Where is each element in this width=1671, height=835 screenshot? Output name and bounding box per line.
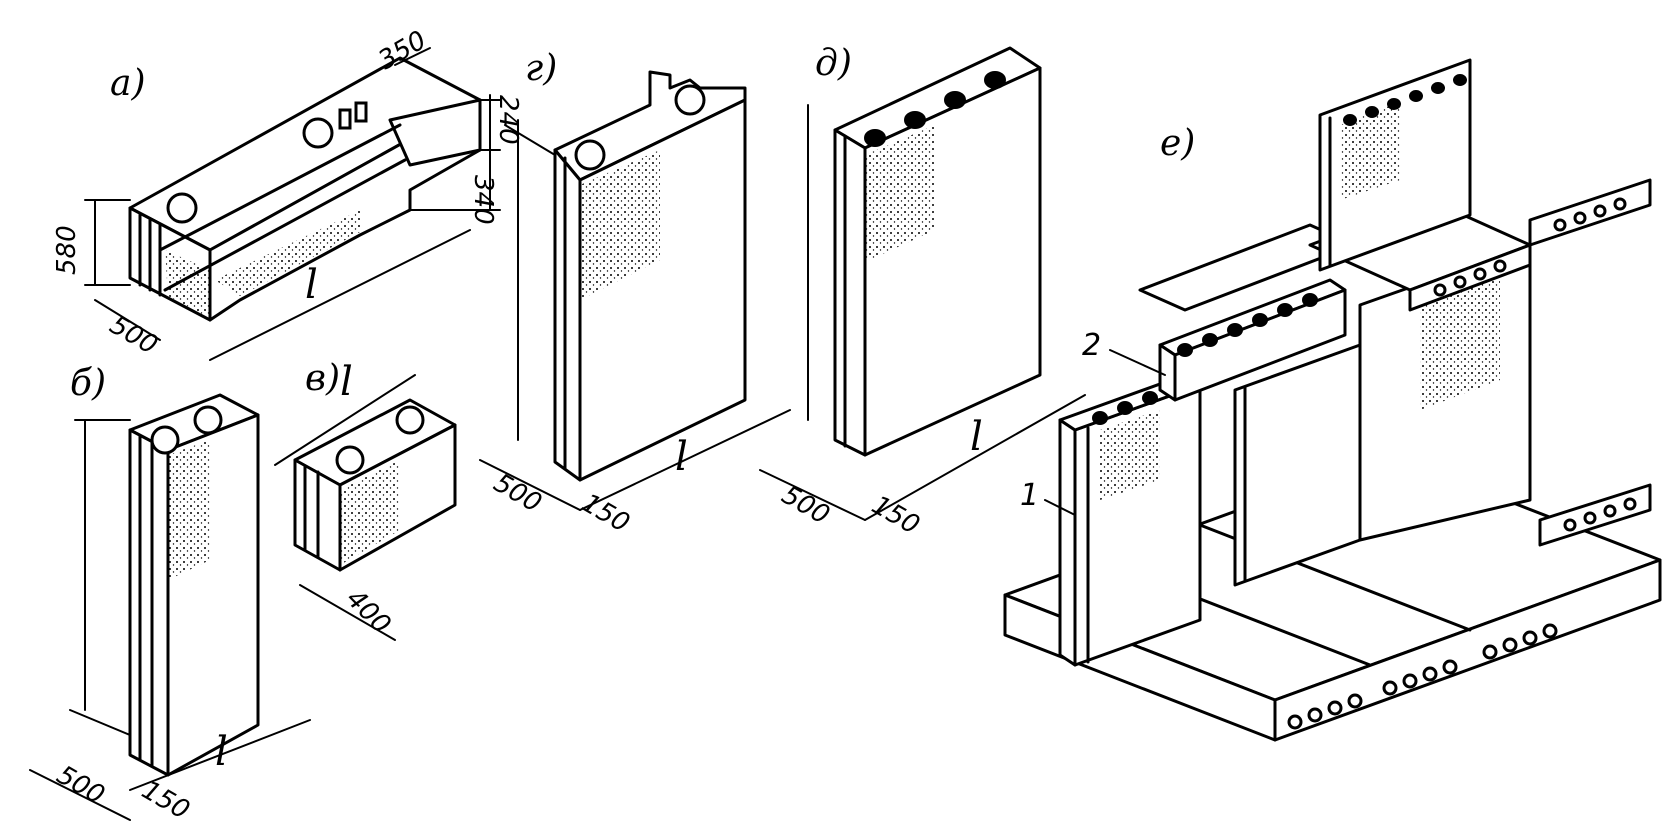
g-hole-2: [674, 84, 706, 116]
dim-d-500-line: [759, 469, 866, 521]
panel-b-label: б): [70, 363, 106, 404]
dim-150-text-d: 150: [867, 490, 925, 541]
callout-1-text: 1: [1020, 478, 1039, 513]
d-hole-3: [944, 91, 966, 109]
assembly-base-holes: [1287, 623, 1558, 730]
assembly-upper-wall-shading: [1340, 102, 1400, 200]
callout-2-leader: [1109, 349, 1166, 376]
callout-1-leader: [1044, 499, 1076, 516]
dim-l-text-g: l: [675, 434, 688, 480]
dim-b-tick-bot: [69, 709, 131, 736]
dim-l-line-a: [209, 229, 471, 361]
g-hole-1: [574, 139, 606, 171]
dim-b-l-line: [129, 719, 311, 791]
panel-v-label: в): [305, 358, 340, 399]
dim-350-line: [394, 47, 431, 66]
dim-500-text-d: 500: [777, 480, 835, 531]
panel-e-label: е): [1160, 123, 1195, 164]
dim-500-text-g: 500: [489, 468, 547, 519]
panel-b-pier-block: б) 500 150 l: [29, 363, 311, 826]
lintel-hole-2: [302, 117, 334, 149]
short-hole-1: [335, 445, 365, 475]
dim-v-400-line: [299, 584, 396, 641]
dim-500-line: [94, 299, 161, 341]
dim-g-tick-top: [504, 124, 556, 156]
dim-150-text-b: 150: [137, 775, 195, 826]
assembly-left-panel-shading: [1100, 410, 1160, 500]
panel-d-hollow-panel: д) 500 150 l: [759, 43, 1086, 541]
short-hole-2: [395, 405, 425, 435]
panel-d-label: д): [815, 43, 852, 84]
dim-l-text-b: l: [215, 729, 228, 775]
short-block-shading: [340, 460, 400, 565]
pier-side-face: [128, 428, 170, 777]
lintel-front-shading: [215, 210, 360, 296]
lintel-groove-line: [158, 123, 402, 252]
lintel-groove-line-2: [163, 158, 407, 292]
pier-hole-2: [193, 405, 223, 435]
panel-a-label: а): [110, 63, 146, 104]
dim-g-500-line: [479, 459, 581, 511]
dim-d-l-line: [864, 394, 1086, 521]
pier-shading: [168, 440, 210, 580]
dim-l-text-a: l: [305, 262, 318, 308]
panel-e-assembly: е) 1 2: [1003, 58, 1662, 742]
panel-a-lintel-block: а) 350 240 340 580 500 l: [52, 25, 523, 361]
d-hole-4: [984, 71, 1006, 89]
assembly-right-slab-upper: [1528, 178, 1652, 247]
dim-500-text-b: 500: [52, 760, 110, 811]
dim-150-text-g: 150: [577, 488, 635, 539]
panel-g-wall-panel: г) 500 150 l: [479, 48, 791, 539]
d-hole-1: [864, 129, 886, 147]
dim-340-text: 340: [468, 175, 498, 225]
assembly-left-panel-side: [1058, 418, 1077, 667]
d-panel-side: [833, 128, 867, 457]
panel-v-short-block: в) l 400: [274, 358, 457, 641]
panel-g-label: г): [525, 48, 557, 89]
dim-v-l-line: [274, 374, 416, 466]
lintel-end-shading: [165, 250, 210, 318]
lintel-hole-1: [166, 192, 198, 224]
d-panel-shading: [865, 125, 935, 262]
dim-400-text-v: 400: [340, 584, 396, 640]
g-panel-side: [553, 148, 582, 482]
dim-l-text-d: l: [970, 414, 983, 460]
dim-500-text-a: 500: [105, 310, 163, 361]
d-hole-2: [904, 111, 926, 129]
dim-g-l-line: [579, 409, 791, 511]
g-panel-shading: [580, 150, 660, 300]
callout-2-text: 2: [1082, 328, 1101, 363]
assembly-lintel-end: [1158, 343, 1177, 402]
dim-l-text-v: l: [340, 359, 353, 405]
lintel-slot-2: [354, 101, 368, 123]
lintel-slot-1: [338, 108, 352, 130]
pier-hole-1: [150, 425, 180, 455]
assembly-back-panel-shading: [1420, 270, 1500, 410]
assembly-base-side: [1273, 558, 1662, 742]
dim-580-text: 580: [52, 225, 82, 275]
dim-b-500-line: [29, 769, 131, 821]
